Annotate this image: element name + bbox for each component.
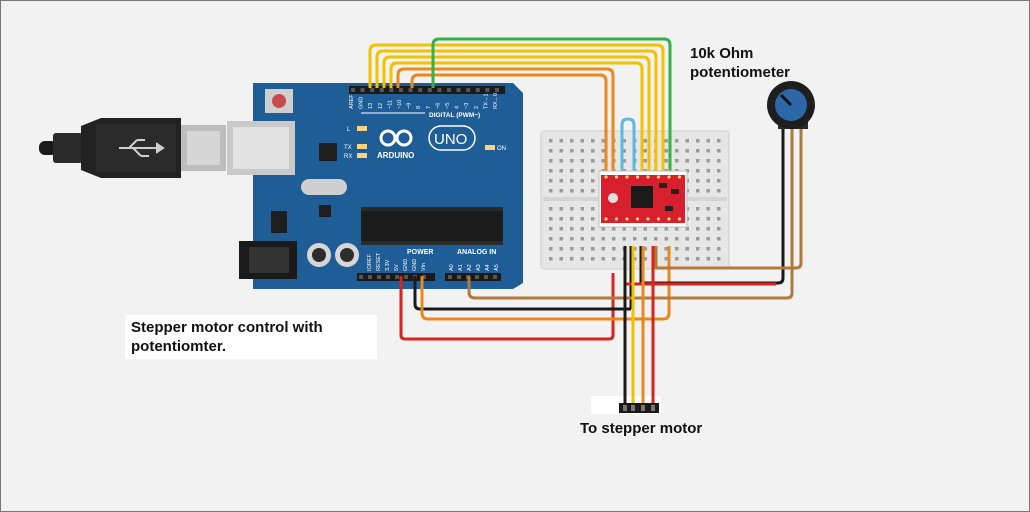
digital-pin-label: 8 [416, 106, 422, 109]
potentiometer [767, 81, 815, 129]
microcontroller-chip [361, 209, 503, 243]
digital-pin-label: 2 [474, 106, 480, 109]
trim-pot [608, 193, 618, 203]
power-pin-label: GND [403, 259, 409, 271]
usb-cable [39, 118, 226, 178]
digital-pin-label: ~10 [397, 100, 403, 109]
digital-pin-label: 4 [455, 106, 461, 109]
digital-header [349, 86, 505, 94]
led-label-rx: RX [344, 154, 352, 160]
digital-pin-label: ~6 [435, 103, 441, 109]
arduino-logo-icon [379, 129, 413, 147]
power-pin-label: GND [412, 259, 418, 271]
stepper-motor-label: To stepper motor [580, 420, 703, 437]
arduino-board: L TX RX ON ARDUINO UNO DIGITAL (PWM~) PO… [227, 83, 523, 289]
logo-text: ARDUINO [377, 151, 414, 160]
analog-header [445, 273, 501, 281]
analog-pin-label: A0 [449, 264, 455, 271]
digital-pin-label: 7 [426, 106, 432, 109]
caption-box [125, 315, 377, 359]
potentiometer-label-line1: 10k Ohm [690, 45, 754, 62]
analog-pin-label: A2 [467, 264, 473, 271]
wires [368, 37, 803, 405]
motor-connector [619, 403, 659, 413]
analog-pin-label: A4 [485, 264, 491, 271]
power-pin-label: RESET [376, 252, 382, 271]
digital-pin-label: ~5 [445, 103, 451, 109]
usb-icon [119, 139, 165, 157]
power-header-label: POWER [407, 249, 433, 256]
digital-pin-label: GND [359, 97, 365, 109]
digital-pin-label: 12 [378, 103, 384, 109]
caption-line2: potentiomter. [131, 338, 227, 355]
driver-chip [631, 186, 653, 208]
digital-header-label: DIGITAL (PWM~) [429, 112, 480, 119]
analog-pin-label: A3 [476, 264, 482, 271]
led-label-tx: TX [344, 145, 352, 151]
crystal [301, 179, 347, 195]
digital-pin-label: ~3 [464, 103, 470, 109]
digital-pin-label: AREF [349, 94, 355, 109]
power-pin-label: Vin [421, 263, 427, 271]
analog-pin-label: A5 [494, 264, 500, 271]
power-pin-label: IOREF [367, 254, 373, 271]
digital-pin-label: RX←0 [493, 93, 499, 109]
digital-pin-label: ~11 [387, 100, 393, 109]
led-label-l: L [347, 127, 351, 133]
caption-line1: Stepper motor control with [131, 319, 323, 336]
on-label: ON [497, 146, 506, 152]
model-label: UNO [434, 131, 467, 148]
stepper-driver-module [598, 170, 688, 228]
potentiometer-label-line2: potentiometer [690, 64, 791, 81]
digital-pin-label: 13 [368, 103, 374, 109]
power-pin-label: 5V [394, 264, 400, 271]
power-pin-label: 3.3V [385, 259, 391, 271]
digital-pin-label: TX→1 [483, 93, 489, 109]
analog-header-label: ANALOG IN [457, 249, 496, 256]
analog-pin-label: A1 [458, 264, 464, 271]
digital-pin-label: ~9 [407, 103, 413, 109]
